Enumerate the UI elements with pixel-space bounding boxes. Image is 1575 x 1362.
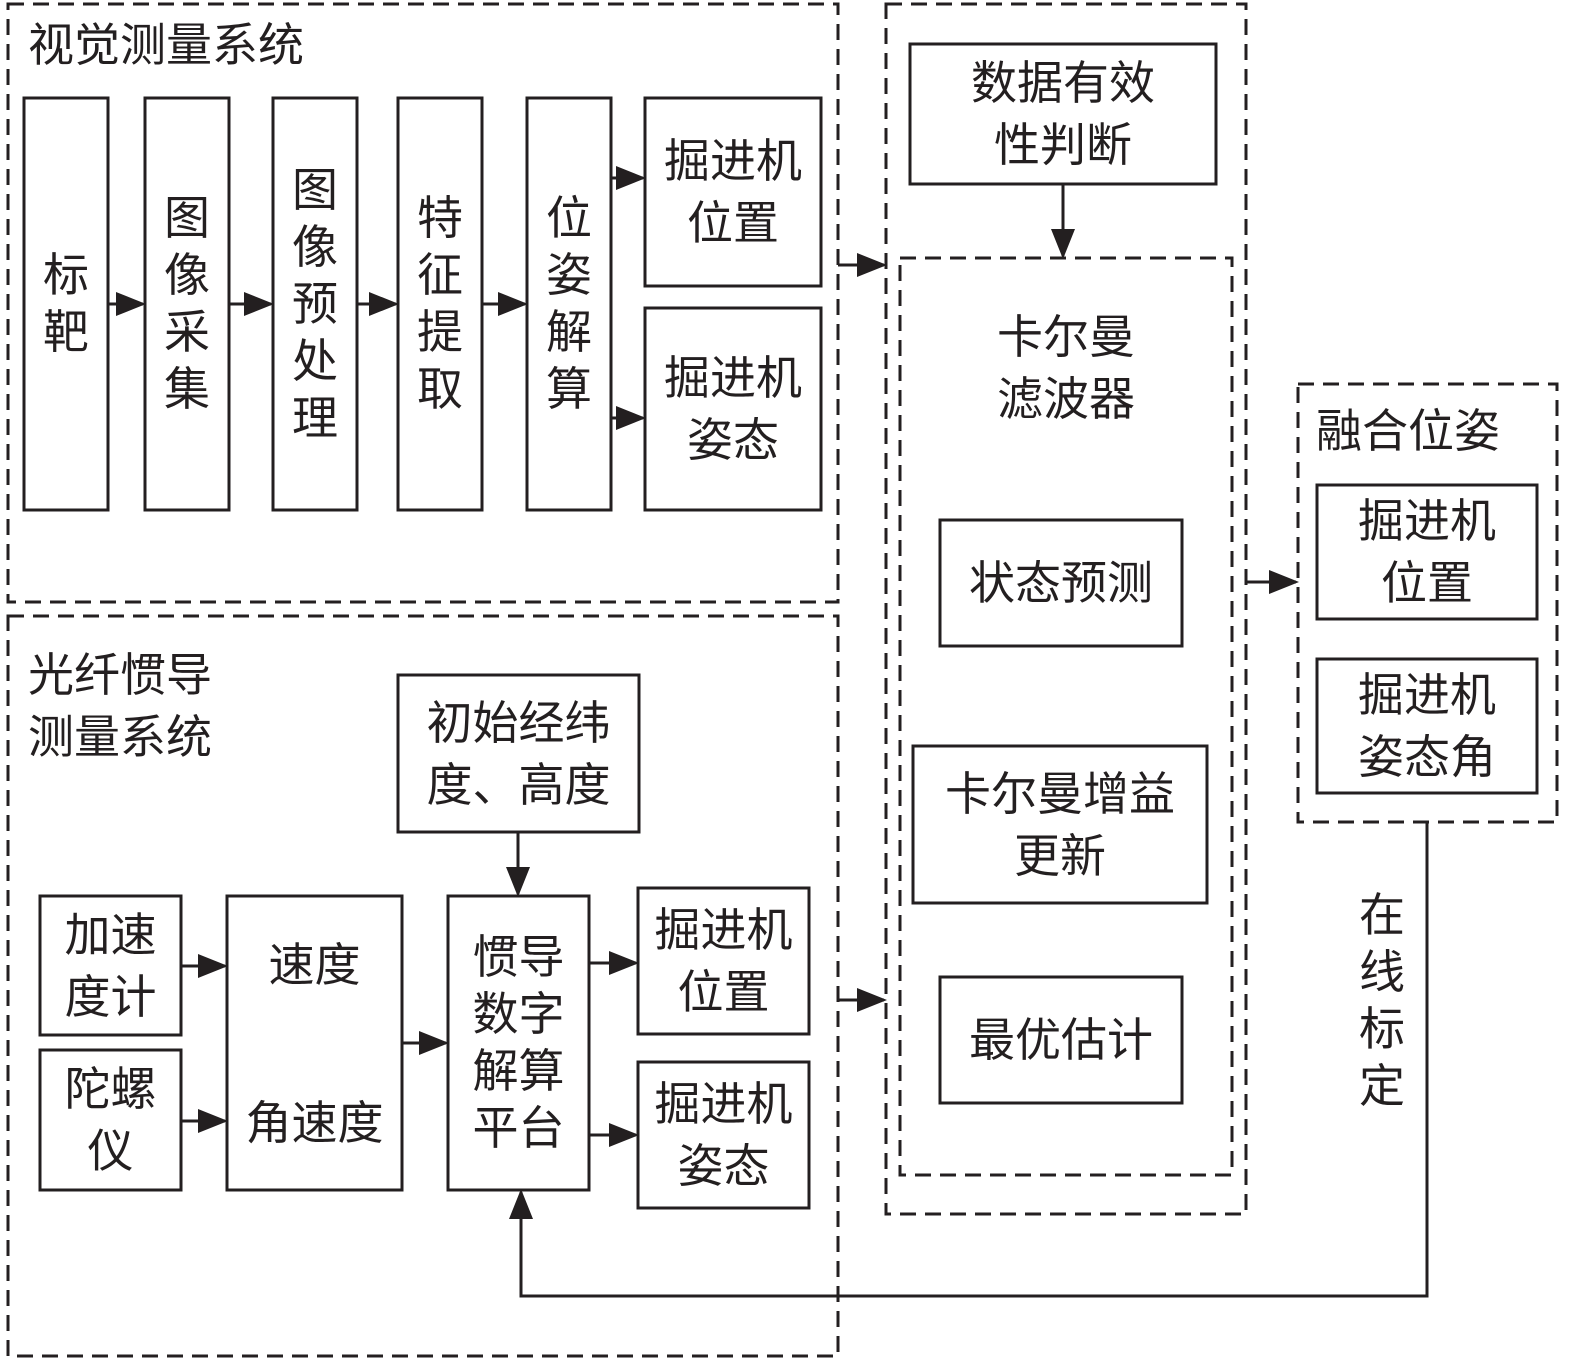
image-preprocess-label: 图 像 预 处 理 [292,162,338,445]
vision-position-label: 掘进机 位置 [664,134,802,250]
fused-position-box [1315,483,1539,621]
target-box [22,96,110,512]
online-calibration-label: 在 线 标 定 [1359,888,1405,1113]
vision-attitude-label: 掘进机 姿态 [664,351,802,467]
feedback-calibration-line [509,822,1429,1298]
fusion-outer-frame [884,2,1248,1216]
target-label: 标 靶 [43,248,89,359]
ins-system-title: 光纤惯导 测量系统 [28,648,212,764]
fused-position-label: 掘进机 位置 [1358,494,1496,610]
state-predict-label: 状态预测 [969,556,1153,610]
ins-position-box [636,886,811,1036]
feature-extract-box [396,96,484,512]
ins-position-label: 掘进机 位置 [654,903,793,1019]
vision-system-frame [6,2,840,604]
optimal-estimate-label: 最优估计 [969,1013,1153,1067]
vision-position-box [643,96,823,288]
kalman-filter-title: 卡尔曼 滤波器 [997,309,1135,426]
vision-attitude-box [643,306,823,512]
kalman-gain-box [911,744,1209,905]
velocity-label: 速度 [268,938,361,992]
image-capture-label: 图 像 采 集 [164,191,210,416]
pose-solve-label: 位 姿 解 算 [546,191,592,416]
ins-system-frame [6,614,840,1358]
pose-solve-box [525,96,613,512]
init-lat-lon-label: 初始经纬 度、高度 [426,695,611,812]
kalman-gain-label: 卡尔曼增益 更新 [945,766,1175,883]
angular-velocity-label: 角速度 [245,1096,384,1150]
rates-box [225,894,404,1192]
fused-attitude-box [1315,657,1539,795]
fused-attitude-label: 掘进机 姿态角 [1358,668,1496,784]
accelerometer-label: 加速 度计 [64,907,157,1024]
vision-system-title: 视觉测量系统 [28,18,304,72]
validity-check-box [908,42,1218,186]
init-lat-lon-box [396,673,641,834]
ins-platform-label: 惯导 数字 解算 平台 [472,930,565,1155]
ins-attitude-label: 掘进机 姿态 [654,1077,793,1193]
ins-attitude-box [636,1060,811,1210]
gyroscope-label: 陀螺 仪 [64,1062,157,1178]
feature-extract-label: 特 征 提 取 [417,191,463,416]
fused-pose-title: 融合位姿 [1316,404,1500,458]
state-predict-box [938,518,1184,648]
validity-check-label: 数据有效 性判断 [971,56,1155,172]
optimal-estimate-box [938,975,1184,1105]
